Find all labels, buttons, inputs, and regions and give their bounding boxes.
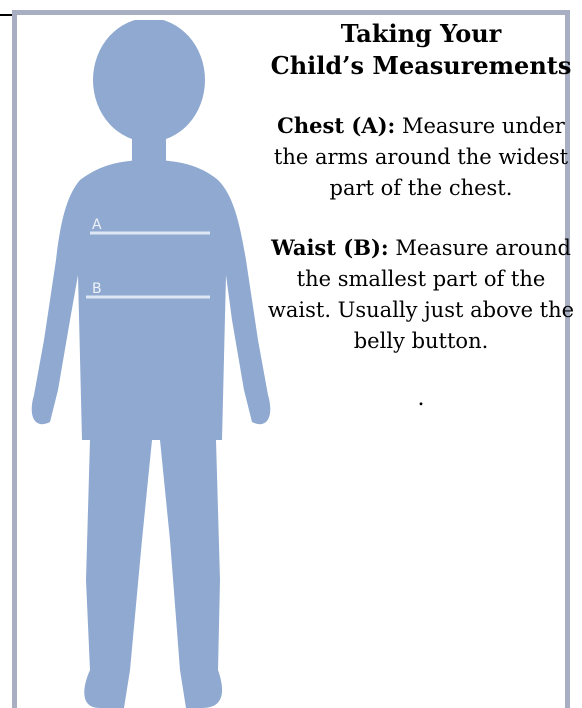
child-silhouette: A B [20,20,280,708]
instructions-column: Taking Your Child’s Measurements Chest (… [262,18,580,411]
title-line-2: Child’s Measurements [262,50,580,82]
torso-and-arms [32,160,271,708]
trailing-mark: . [262,387,580,411]
chest-instruction: Chest (A): Measure under the arms around… [262,110,580,204]
waist-heading: Waist (B): [271,235,389,260]
chest-heading: Chest (A): [277,113,395,138]
waist-instruction: Waist (B): Measure around the smallest p… [262,232,580,357]
title-line-1: Taking Your [262,18,580,50]
page-title: Taking Your Child’s Measurements [262,18,580,82]
waist-label-b: B [92,281,102,297]
chest-label-a: A [92,217,102,233]
head [93,20,205,142]
